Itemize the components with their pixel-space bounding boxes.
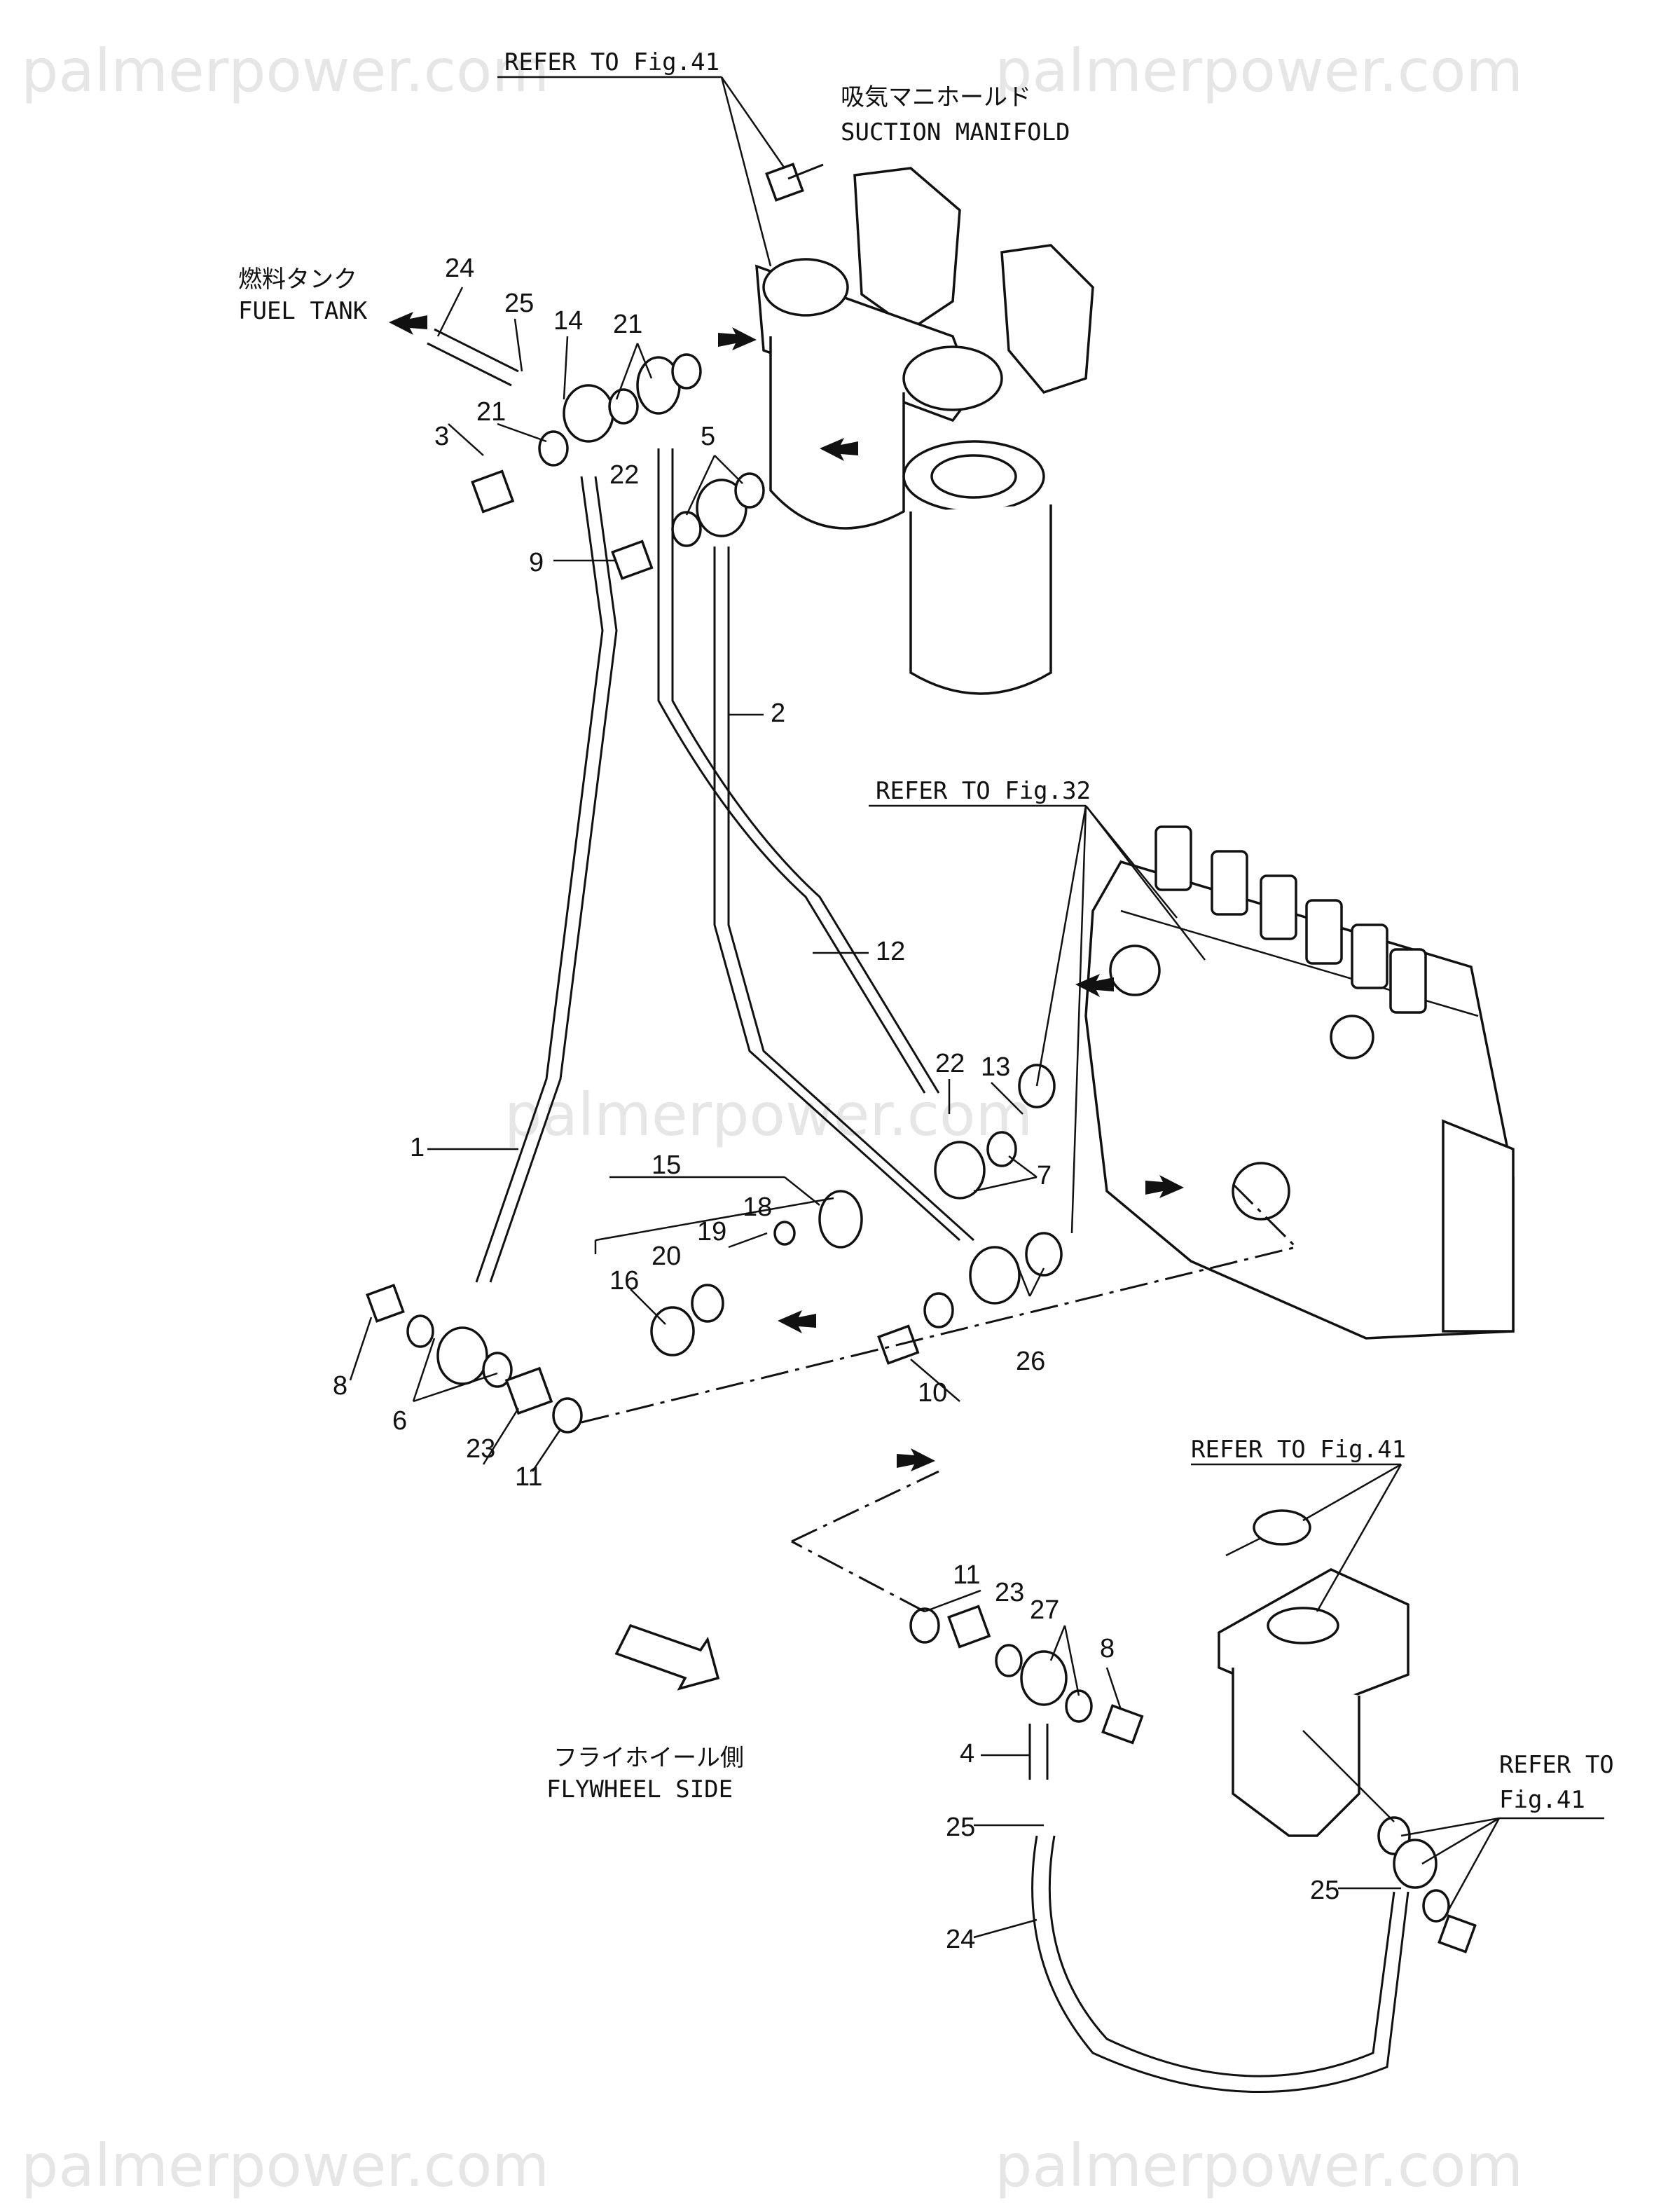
ref-fig32: REFER TO Fig.32: [876, 777, 1091, 805]
fuel-filter-upper: [755, 163, 1094, 695]
fuel-pipes: [427, 328, 1409, 2094]
part-number: 10: [918, 1378, 947, 1408]
part-number: 24: [445, 254, 474, 283]
pump-delivery-valves: [1154, 825, 1427, 1014]
ref-fig41-top: REFER TO Fig.41: [504, 48, 719, 76]
suction-manifold-jp: 吸気マニホールド: [841, 83, 1031, 111]
fuel-tank-en: FUEL TANK: [238, 297, 368, 325]
reference-labels: REFER TO Fig.41 REFER TO Fig.32 REFER TO…: [504, 48, 1614, 1814]
part-number: 23: [995, 1578, 1024, 1607]
part-number: 3: [434, 422, 449, 451]
part-number: 20: [652, 1242, 681, 1271]
leader-lines: [412, 76, 1604, 1921]
watermark-top-left: palmerpower.com: [21, 36, 549, 105]
suction-manifold-en: SUCTION MANIFOLD: [841, 118, 1070, 146]
part-number: 1: [410, 1133, 425, 1162]
part-number: 27: [1030, 1595, 1059, 1625]
watermark-center: palmerpower.com: [504, 1080, 1033, 1149]
part-number: 25: [1310, 1876, 1339, 1905]
ref-fig41-side-1: REFER TO: [1499, 1751, 1614, 1779]
injection-pump: [1084, 825, 1515, 1340]
part-number: 11: [953, 1560, 980, 1590]
part-number: 8: [333, 1371, 347, 1401]
part-number: 12: [876, 937, 905, 966]
part-number: 6: [392, 1406, 407, 1436]
watermark-bottom-right: palmerpower.com: [995, 2131, 1523, 2200]
flywheel-side-arrow: [614, 1623, 720, 1691]
part-number: 2: [771, 699, 785, 728]
flywheel-side-en: FLYWHEEL SIDE: [546, 1775, 733, 1804]
dashed-flow-lines: [581, 1183, 1297, 1613]
part-number: 25: [946, 1813, 975, 1842]
watermark-bottom-left: palmerpower.com: [21, 2131, 549, 2200]
component-labels: 吸気マニホールド SUCTION MANIFOLD 燃料タンク FUEL TAN…: [238, 83, 1070, 1804]
part-number: 26: [1016, 1347, 1045, 1376]
part-number: 13: [981, 1052, 1010, 1082]
number-leaders: [349, 287, 1401, 1939]
fittings: [366, 353, 1477, 1953]
part-number: 18: [743, 1193, 772, 1222]
part-number: 16: [609, 1266, 639, 1296]
part-number: 21: [476, 397, 506, 427]
part-number: 4: [960, 1739, 974, 1768]
part-number: 25: [504, 289, 534, 318]
fuel-tank-jp: 燃料タンク: [238, 266, 357, 294]
part-number: 22: [609, 460, 639, 490]
ref-fig41-filter: REFER TO Fig.41: [1191, 1436, 1406, 1464]
part-number: 24: [946, 1925, 975, 1954]
flywheel-side-jp: フライホイール側: [553, 1744, 744, 1772]
part-number: 8: [1100, 1634, 1115, 1663]
part-number: 21: [613, 310, 642, 339]
part-numbers: 24 25 14 21 21 3 22 5 9 2 12 22 13 1 15 …: [333, 254, 1339, 1954]
part-number: 9: [529, 548, 544, 577]
part-number: 15: [652, 1150, 681, 1180]
part-number: 19: [697, 1217, 726, 1246]
part-number: 23: [466, 1434, 495, 1464]
ref-fig41-side-2: Fig.41: [1499, 1786, 1585, 1814]
part-number: 7: [1037, 1161, 1052, 1190]
part-number: 14: [553, 306, 583, 336]
part-number: 22: [935, 1049, 965, 1078]
flow-arrows: [389, 312, 1184, 1471]
fuel-filter-lower: [1218, 1509, 1409, 1837]
part-number: 5: [701, 422, 715, 451]
watermark-top-right: palmerpower.com: [995, 36, 1523, 105]
part-number: 11: [515, 1462, 542, 1492]
